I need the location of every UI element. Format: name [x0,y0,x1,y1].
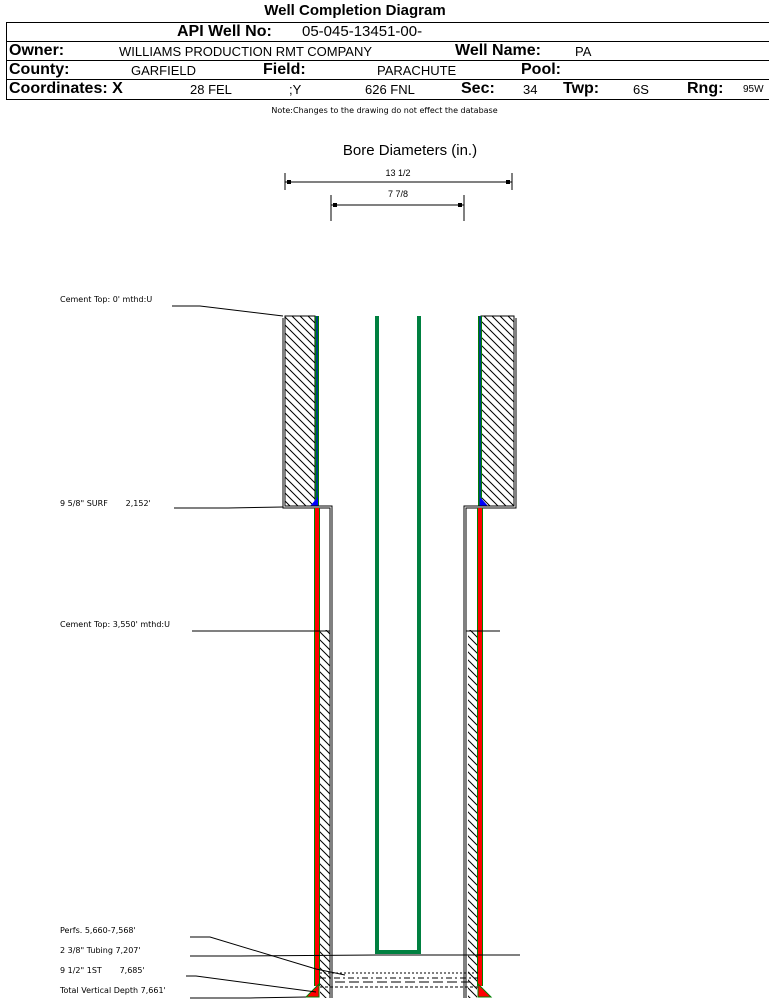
well-name-label: Well Name: [455,42,541,59]
twp-value: 6S [633,82,649,97]
surface-shoe-left [310,497,318,506]
rng-label: Rng: [687,80,724,97]
annotation-cement-top-production: Cement Top: 3,550' mthd:U [60,620,170,629]
bore-diameter-inner: 7 7/8 [387,189,409,199]
y-label: ;Y [289,82,302,97]
annotation-cement-top-surface: Cement Top: 0' mthd:U [60,295,153,304]
owner-value: WILLIAMS PRODUCTION RMT COMPANY [119,44,373,59]
database-note: Note:Changes to the drawing do not effec… [271,106,498,115]
coordinates-label: Coordinates: X [9,80,123,97]
production-cement-right [468,630,477,998]
county-label: County: [9,61,70,78]
bore-diameter-outer: 13 1/2 [385,168,411,178]
annotation-total-depth: Total Vertical Depth 7,661' [60,986,166,995]
dimension-inner [330,195,465,221]
annotation-tubing: 2 3/8" Tubing 7,207' [60,946,141,955]
production-shoe-left [304,982,320,998]
production-shoe-right [477,982,493,998]
diagram-title: Well Completion Diagram [264,2,446,19]
field-label: Field: [263,61,306,78]
county-value: GARFIELD [131,63,197,78]
bore-diameters-title: Bore Diameters (in.) [342,142,478,159]
tubing [375,316,421,954]
annotation-production-casing: 9 1/2" 1ST 7,685' [60,966,145,975]
surface-cement [282,315,517,507]
annotation-surface-casing: 9 5/8" SURF 2,152' [60,499,151,508]
well-name-value: PA [575,44,592,59]
rng-value: 95W [743,84,764,95]
x-value: 28 FEL [190,82,232,97]
sec-value: 34 [523,82,538,97]
field-value: PARACHUTE [377,63,457,78]
api-label: API Well No: [177,23,272,40]
production-casing-left [314,508,320,986]
production-casing-right [477,508,483,986]
leader-lines [172,305,520,999]
sec-label: Sec: [461,80,495,97]
well-header-table: API Well No: 05-045-13451-00- Owner: WIL… [6,22,769,100]
production-cement-left [320,630,330,998]
row-county: County: GARFIELD Field: PARACHUTE Pool: [7,61,769,80]
pool-label: Pool: [521,61,561,78]
row-coordinates: Coordinates: X 28 FEL ;Y 626 FNL Sec: 34… [7,80,769,98]
perforation-zone [320,972,478,988]
surface-shoe-right [480,497,488,506]
row-api: API Well No: 05-045-13451-00- [7,23,769,42]
owner-label: Owner: [9,42,65,59]
api-value: 05-045-13451-00- [302,23,423,40]
annotation-perfs: Perfs. 5,660-7,568' [60,926,136,935]
dimension-outer [284,173,513,190]
y-value: 626 FNL [365,82,415,97]
row-owner: Owner: WILLIAMS PRODUCTION RMT COMPANY W… [7,42,769,61]
twp-label: Twp: [563,80,600,97]
